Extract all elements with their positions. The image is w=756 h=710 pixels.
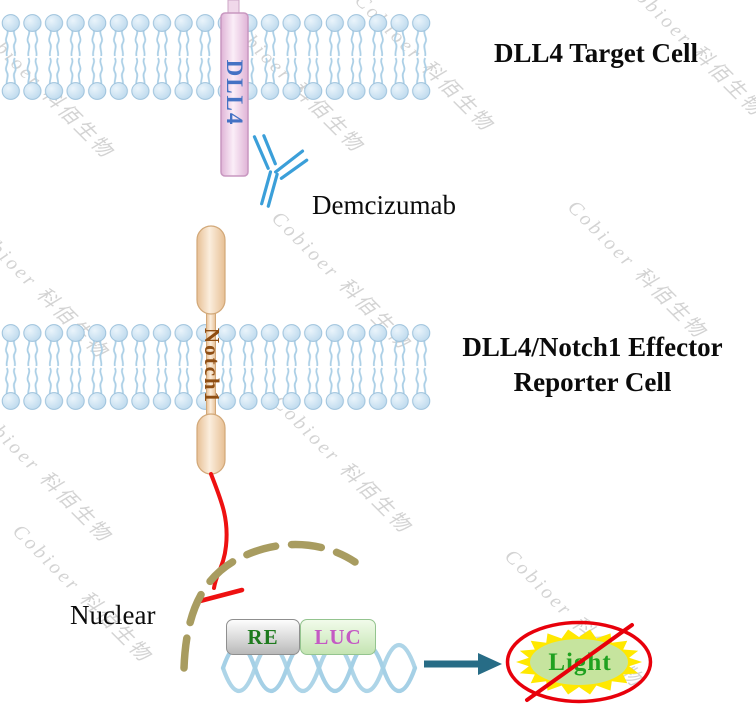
watermark: Cobioer 科佰生物: [8, 520, 156, 668]
luciferase-box: LUC: [300, 619, 376, 655]
effector-cell-label: DLL4/Notch1 Effector Reporter Cell: [440, 330, 745, 400]
watermark: Cobioer 科佰生物: [563, 196, 711, 344]
notch1-receptor-label: Notch1: [200, 327, 224, 405]
effector-cell-label-line2: Reporter Cell: [513, 367, 672, 398]
no-light-symbol-overlay: [505, 620, 653, 704]
inhibition-t-bar: [197, 587, 245, 604]
antibody-y-shape: [252, 134, 309, 208]
dll4-protein-label: DLL4: [222, 59, 247, 127]
signal-arrow: [424, 653, 502, 675]
notch1-ectodomain: [196, 225, 226, 315]
dll4-protein: [220, 0, 249, 177]
target-cell-label: DLL4 Target Cell: [493, 38, 698, 68]
dna-helix: [220, 643, 418, 693]
prohibition-ellipse: [505, 620, 653, 704]
nuclear-envelope-arc: [180, 540, 359, 672]
luciferase-label: LUC: [314, 624, 362, 649]
membrane-leaflet-outer: [0, 14, 432, 57]
dll4-body: [220, 12, 249, 177]
nuclear-membrane-dashes: [180, 540, 359, 672]
response-element-box: RE: [226, 619, 300, 655]
demcizumab-antibody: [252, 134, 309, 208]
effector-cell-label-line1: DLL4/Notch1 Effector: [462, 332, 723, 362]
demcizumab-label: Demcizumab: [312, 190, 456, 220]
dna-strand-2: [220, 643, 418, 693]
membrane-leaflet-inner: [0, 57, 432, 100]
nuclear-label: Nuclear: [70, 600, 156, 630]
arrow-head: [478, 653, 502, 675]
watermark: Cobioer 科佰生物: [0, 400, 116, 548]
target-cell-membrane: [0, 14, 432, 100]
response-element-label: RE: [247, 624, 279, 649]
prohibition-slash: [525, 623, 634, 702]
notch1-receptor: [196, 225, 226, 475]
